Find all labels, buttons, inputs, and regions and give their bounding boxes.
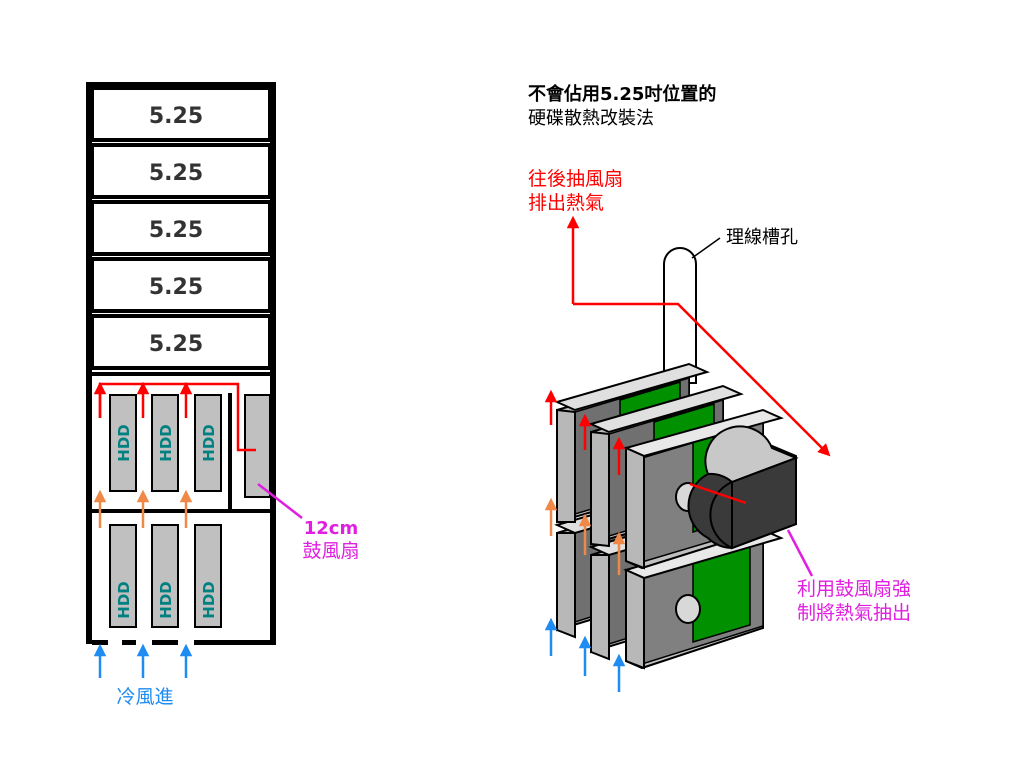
hdd-3d-bottom-3 (623, 528, 784, 670)
fan-label: 鼓風扇 (302, 540, 359, 562)
bay-label: 5.25 (149, 275, 203, 300)
bay-5-25-3: 5.25 (90, 200, 272, 256)
blower-pointer-line (786, 529, 814, 577)
fan-12cm (244, 394, 271, 498)
case-cross-section: 5.25 5.25 5.25 5.25 5.25 HDD (86, 82, 276, 645)
warm-air-flow-left (93, 489, 193, 528)
cold-air-flow-left (93, 643, 193, 678)
bay-5-25-4: 5.25 (90, 257, 272, 313)
cable-slot (663, 237, 721, 384)
cold-air-flow-right (544, 617, 626, 692)
blower-label-line2: 制將熱氣抽出 (797, 602, 911, 624)
hot-air-flow-left (93, 381, 256, 452)
exhaust-label-line1: 往後抽風扇 (528, 168, 623, 190)
hdd-upper-3: HDD (194, 394, 222, 492)
hot-air-flow-right-front (544, 389, 747, 505)
bay-label: 5.25 (149, 104, 203, 129)
bay-label: 5.25 (149, 332, 203, 357)
hdd-lower-3: HDD (194, 524, 222, 628)
fan-size-label: 12cm (304, 518, 358, 539)
bay-label: 5.25 (149, 161, 203, 186)
hdd-label: HDD (157, 424, 175, 461)
hot-air-flow-right (566, 215, 831, 457)
bay-label: 5.25 (149, 218, 203, 243)
hdd-label: HDD (200, 424, 218, 461)
hdd-lower-1: HDD (109, 524, 137, 628)
hdd-upper-1: HDD (109, 394, 137, 492)
hdd-label: HDD (200, 581, 218, 618)
hdd-label: HDD (115, 424, 133, 461)
blower-fan-3d (687, 425, 799, 550)
hdd-lower-2: HDD (151, 524, 179, 628)
warm-air-flow-right (544, 497, 626, 575)
cable-hole-label: 理線槽孔 (726, 227, 798, 248)
cold-air-label: 冷風進 (116, 686, 173, 708)
diagram-title-line2: 硬碟散熱改裝法 (528, 108, 654, 129)
bay-5-25-5: 5.25 (90, 314, 272, 370)
diagram-title-line1: 不會佔用5.25吋位置的 (528, 83, 716, 105)
hdd-label: HDD (157, 581, 175, 618)
bay-5-25-1: 5.25 (90, 86, 272, 142)
fan-pointer-line (257, 483, 303, 519)
hdd-upper-2: HDD (151, 394, 179, 492)
bay-5-25-2: 5.25 (90, 143, 272, 199)
blower-label-line1: 利用鼓風扇強 (797, 578, 911, 600)
cable-slot-pointer (691, 237, 721, 259)
exhaust-label-line2: 排出熱氣 (528, 192, 604, 214)
hdd-label: HDD (115, 581, 133, 618)
